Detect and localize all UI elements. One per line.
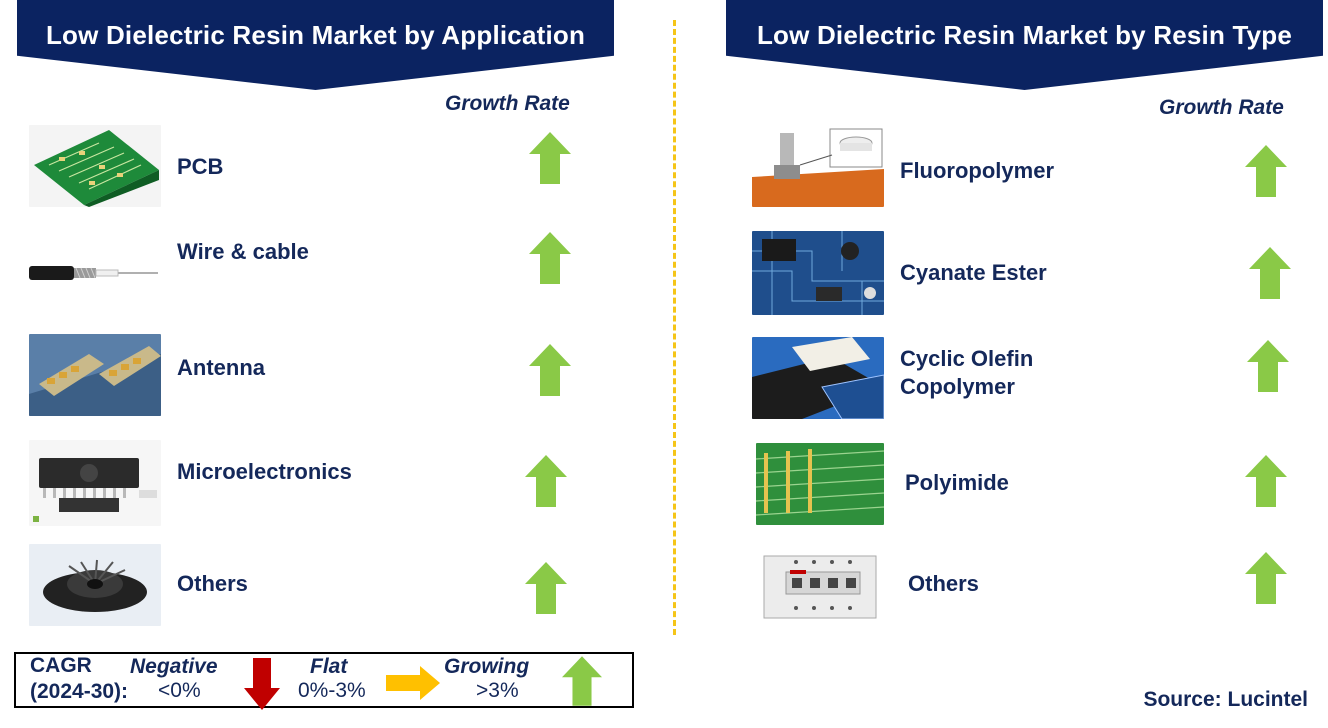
item-label-fluoropolymer: Fluoropolymer bbox=[900, 158, 1055, 183]
others-right-image bbox=[756, 552, 884, 622]
legend-growing-label: Growing bbox=[444, 655, 530, 678]
legend-cagr-label: CAGR bbox=[30, 654, 92, 677]
item-label-wire-cable: Wire & cable bbox=[177, 239, 309, 264]
growth-up-arrow-icon bbox=[525, 562, 567, 614]
legend-growing-range: >3% bbox=[476, 679, 519, 702]
growth-up-arrow-icon bbox=[1245, 145, 1287, 197]
legend-cagr-period: (2024-30): bbox=[30, 680, 129, 703]
item-label-microelectronics: Microelectronics bbox=[177, 459, 352, 484]
source-credit: Source: Lucintel bbox=[1143, 688, 1308, 711]
item-label-copolymer: Copolymer bbox=[900, 374, 1015, 399]
legend-flat-range: 0%-3% bbox=[298, 679, 366, 702]
cyclic-olefin-copolymer-image bbox=[752, 337, 884, 419]
others-left-image bbox=[29, 544, 161, 626]
fluoropolymer-image bbox=[752, 125, 884, 207]
item-label-others-left: Others bbox=[177, 571, 248, 596]
legend-flat-label: Flat bbox=[310, 655, 348, 678]
legend-negative-label: Negative bbox=[130, 655, 218, 678]
growth-up-arrow-icon bbox=[529, 344, 571, 396]
left-growth-rate-header: Growth Rate bbox=[445, 92, 570, 115]
cyanate-ester-image bbox=[752, 231, 884, 315]
growth-up-arrow-icon bbox=[1245, 552, 1287, 604]
legend-negative-range: <0% bbox=[158, 679, 201, 702]
wire-cable-image bbox=[29, 232, 161, 314]
left-panel-title: Low Dielectric Resin Market by Applicati… bbox=[17, 0, 614, 90]
item-label-others-right: Others bbox=[908, 571, 979, 596]
item-label-cyanate-ester: Cyanate Ester bbox=[900, 260, 1047, 285]
polyimide-image bbox=[756, 443, 884, 525]
microelectronics-image bbox=[29, 440, 161, 526]
growth-up-arrow-icon bbox=[529, 232, 571, 284]
growth-up-arrow-icon bbox=[1247, 340, 1289, 392]
growth-up-arrow-icon bbox=[1249, 247, 1291, 299]
cagr-legend: CAGR (2024-30): Negative <0% Flat 0%-3% … bbox=[14, 652, 634, 710]
flat-right-arrow-icon bbox=[386, 666, 440, 700]
growth-up-arrow-icon bbox=[525, 455, 567, 507]
growth-up-arrow-icon bbox=[529, 132, 571, 184]
item-label-antenna: Antenna bbox=[177, 355, 265, 380]
item-label-cyclic-olefin: Cyclic Olefin bbox=[900, 346, 1034, 371]
antenna-image bbox=[29, 334, 161, 416]
pcb-image bbox=[29, 125, 161, 207]
negative-down-arrow-icon bbox=[244, 658, 280, 710]
right-panel-title: Low Dielectric Resin Market by Resin Typ… bbox=[726, 0, 1323, 90]
item-label-polyimide: Polyimide bbox=[905, 470, 1009, 495]
panel-divider bbox=[673, 20, 676, 635]
right-growth-rate-header: Growth Rate bbox=[1159, 96, 1284, 119]
growth-up-arrow-icon bbox=[1245, 455, 1287, 507]
growing-up-arrow-icon bbox=[562, 656, 602, 706]
item-label-pcb: PCB bbox=[177, 154, 224, 179]
